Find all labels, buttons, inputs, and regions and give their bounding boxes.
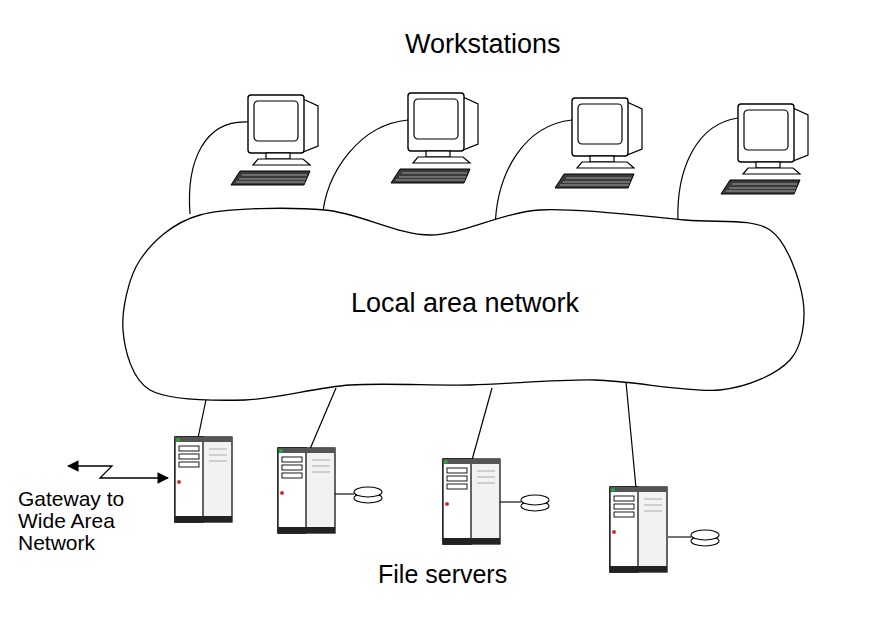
workstation-icon xyxy=(721,104,808,194)
caption-label: Gateway to Wide Area Network xyxy=(18,488,158,554)
caption-label: File servers xyxy=(378,561,568,587)
workstation-icon xyxy=(391,93,478,183)
server-icon xyxy=(278,448,335,533)
wire xyxy=(472,388,492,460)
wan-link-arrow xyxy=(68,466,168,478)
wire xyxy=(678,118,738,222)
disk-symbols xyxy=(335,487,719,546)
workstation-icon xyxy=(555,98,642,188)
server-icon xyxy=(443,459,500,544)
server-icon xyxy=(175,437,232,522)
wire xyxy=(626,382,636,488)
wire xyxy=(310,388,336,449)
wire xyxy=(322,120,408,221)
caption-label: Workstations xyxy=(405,30,625,58)
server-icon xyxy=(610,487,667,572)
cloud-node: Local area network xyxy=(115,185,815,415)
node-label: Local area network xyxy=(115,288,815,319)
wire xyxy=(189,122,248,214)
wire xyxy=(198,395,207,438)
workstation-icon xyxy=(231,95,318,185)
